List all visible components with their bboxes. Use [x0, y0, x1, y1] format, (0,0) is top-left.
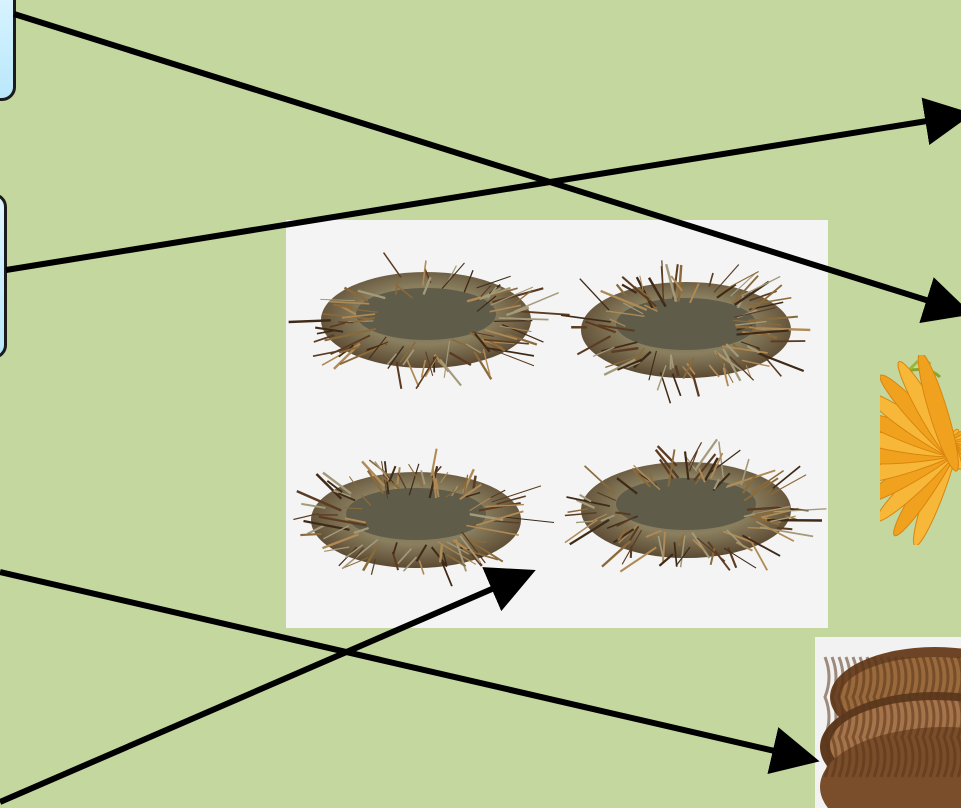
- arrow-bottom-to-nest: [0, 576, 522, 802]
- arrow-top-box-to-flower: [14, 14, 958, 310]
- arrow-left-to-rope: [0, 572, 805, 758]
- arrow-mid-box-to-right: [6, 116, 958, 270]
